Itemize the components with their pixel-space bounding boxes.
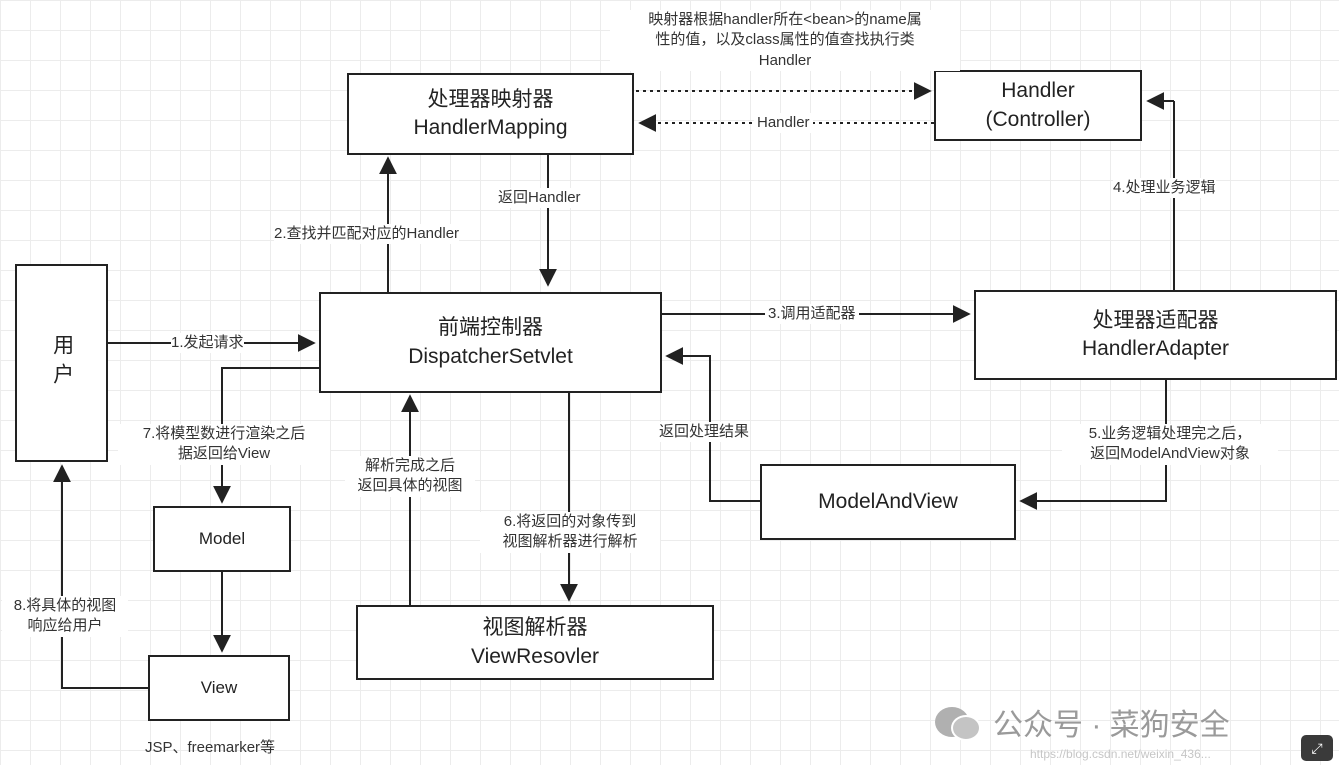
step8-line-1: 8.将具体的视图 — [13, 597, 117, 614]
mapping-note-label: 映射器根据handler所在<bean>的name属 性的值，以及class属性… — [610, 10, 960, 71]
adapter-title: 处理器适配器 — [1092, 308, 1219, 332]
step7-line-1: 7.将模型数进行渲染之后 — [142, 425, 306, 442]
return-result-label: 返回处理结果 — [659, 422, 750, 443]
step5-line-2: 返回ModelAndView对象 — [1090, 445, 1250, 463]
model-and-view-label: ModelAndView — [818, 489, 958, 513]
handler-controller-box: Handler (Controller) — [934, 70, 1142, 141]
step7-line-2: 据返回给View — [177, 445, 271, 463]
dispatcher-title: 前端控制器 — [438, 316, 543, 340]
watermark-url: https://blog.csdn.net/weixin_436... — [1030, 747, 1211, 761]
arrow-step5 — [1019, 380, 1167, 510]
view-label: View — [200, 677, 238, 697]
wechat-icon — [935, 707, 981, 741]
arrow-step8 — [53, 464, 148, 689]
step5-label: 5.业务逻辑处理完之后， 返回ModelAndView对象 — [1062, 424, 1278, 465]
step4-label: 4.处理业务逻辑 — [1113, 178, 1216, 199]
mapping-note-line-1: 映射器根据handler所在<bean>的name属 — [648, 11, 922, 28]
view-resolver-title: 视图解析器 — [482, 616, 588, 640]
step6-line-2: 视图解析器进行解析 — [502, 533, 638, 551]
step7-label: 7.将模型数进行渲染之后 据返回给View — [118, 424, 330, 465]
dispatcher-servlet-box: 前端控制器 DispatcherSetvlet — [319, 292, 662, 393]
return-handler-label: 返回Handler — [498, 188, 581, 209]
mapping-note-line-2: 性的值，以及class属性的值查找执行类 — [655, 31, 915, 49]
mapping-note-line-3: Handler — [758, 51, 812, 69]
watermark: 公众号 · 菜狗安全 — [935, 700, 1230, 744]
step8-label: 8.将具体的视图 响应给用户 — [2, 596, 128, 637]
model-label: Model — [198, 528, 246, 548]
user-box: 用户 — [15, 264, 108, 462]
step5-line-1: 5.业务逻辑处理完之后， — [1088, 425, 1252, 442]
handler-mapping-title: 处理器映射器 — [427, 87, 554, 111]
user-label: 用户 — [50, 334, 74, 392]
handler-subtitle: (Controller) — [985, 107, 1091, 131]
handler-adapter-box: 处理器适配器 HandlerAdapter — [974, 290, 1337, 380]
parse-done-line-1: 解析完成之后 — [364, 457, 455, 474]
handler-return-label: Handler — [754, 113, 813, 134]
parse-done-label: 解析完成之后 返回具体的视图 — [345, 456, 475, 497]
parse-done-line-2: 返回具体的视图 — [357, 477, 463, 495]
handler-mapping-box: 处理器映射器 HandlerMapping — [347, 73, 634, 155]
model-box: Model — [153, 506, 291, 572]
handler-title: Handler — [1001, 79, 1075, 103]
step6-line-1: 6.将返回的对象传到 — [503, 513, 637, 530]
handler-mapping-subtitle: HandlerMapping — [413, 116, 568, 139]
step8-line-2: 响应给用户 — [27, 617, 103, 635]
dispatcher-subtitle: DispatcherSetvlet — [408, 344, 573, 368]
view-resolver-box: 视图解析器 ViewResovler — [356, 605, 714, 680]
step6-label: 6.将返回的对象传到 视图解析器进行解析 — [480, 512, 660, 553]
step3-label: 3.调用适配器 — [765, 304, 859, 325]
expand-icon[interactable]: ⤢ — [1301, 735, 1333, 761]
watermark-text: 公众号 · 菜狗安全 — [993, 709, 1230, 742]
view-tech-label: JSP、freemarker等 — [145, 739, 276, 756]
model-and-view-box: ModelAndView — [760, 464, 1016, 540]
view-resolver-subtitle: ViewResovler — [471, 644, 599, 668]
view-box: View — [148, 655, 290, 721]
adapter-subtitle: HandlerAdapter — [1081, 337, 1230, 360]
step1-label: 1.发起请求 — [171, 333, 244, 354]
step2-label: 2.查找并匹配对应的Handler — [274, 224, 460, 245]
